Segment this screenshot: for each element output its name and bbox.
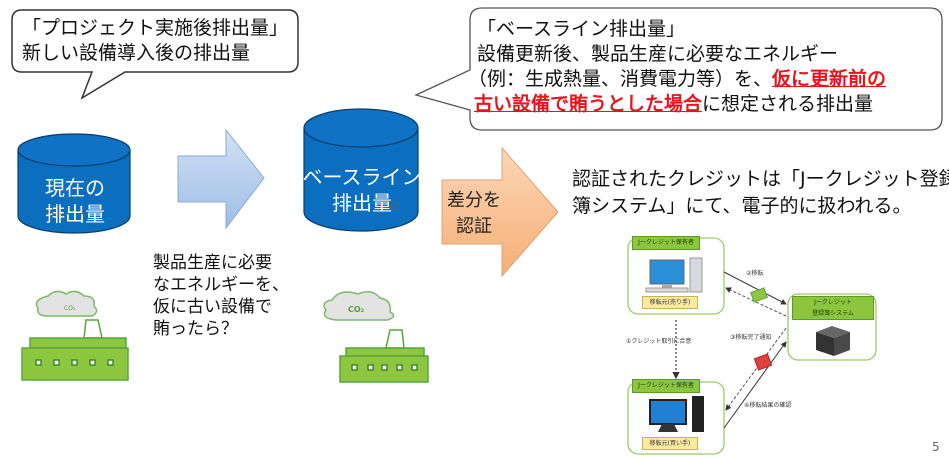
seller-tag: Jークレジット保有者 [632, 236, 700, 250]
system-tag-line2: 登録簿システム [812, 310, 854, 317]
baseline-bubble-line3: （例：生成熱量、消費電力等）を、仮に更新前の [468, 67, 886, 92]
current-emissions-line2: 排出量 [45, 202, 105, 226]
jcredit-description: 認証されたクレジットは「Jークレジット登録 簿システム」にて、電子的に扱われる。 [572, 166, 949, 220]
baseline-bubble-highlight-1: 仮に更新前の [772, 68, 887, 90]
confirm-arrow [723, 341, 787, 429]
server-icon [816, 326, 850, 356]
step-confirm-result: ④移転結果の確認 [744, 402, 792, 409]
blue-arrow-icon [177, 128, 265, 230]
baseline-bubble-line4-plain: に想定される排出量 [702, 93, 874, 115]
page-number: 5 [932, 440, 940, 454]
question-text: 製品生産に必要 なエネルギーを、 仮に古い設備で 賄ったら？ [153, 252, 289, 340]
factory-icon-baseline: CO₂ [323, 291, 429, 383]
baseline-bubble-line4: 古い設備で賄うとした場合に想定される排出量 [474, 92, 873, 117]
seller-note: 移転元(売り手) [642, 296, 698, 309]
red-envelope-icon [753, 353, 773, 371]
certify-arrow-icon [441, 146, 559, 278]
baseline-bubble-line3-plain: （例：生成熱量、消費電力等）を、 [468, 68, 773, 90]
jcredit-line1: 認証されたクレジットは「Jークレジット登録 [572, 168, 949, 190]
baseline-emissions-cylinder [303, 108, 419, 232]
system-tag: Jークレジット 登録簿システム [792, 296, 874, 320]
buyer-tag: Jークレジット保有者 [632, 379, 700, 393]
current-emissions-line1: 現在の [45, 176, 105, 200]
registry-connectors [627, 237, 877, 455]
notify-arrow [725, 287, 787, 317]
question-line: 製品生産に必要 [153, 253, 272, 273]
co2-label: CO₂ [348, 305, 365, 314]
step-agreement: ①クレジット取引に合意 [626, 338, 692, 345]
certify-arrow-label: 差分を 認証 [442, 188, 506, 240]
baseline-emissions-line1: ベースライン [302, 165, 422, 189]
certify-line2: 認証 [456, 216, 492, 237]
buyer-note: 移転元(買い手) [642, 437, 698, 450]
factory-icon-current: CO₂ [21, 290, 129, 381]
seller-computer-icon [645, 257, 703, 293]
project-bubble-shape [11, 9, 299, 100]
question-line: 賄ったら？ [153, 319, 238, 339]
project-bubble-desc: 新しい設備導入後の排出量 [22, 42, 251, 64]
current-emissions-cylinder [17, 133, 131, 234]
co2-label: CO₂ [64, 305, 76, 312]
system-tag-line1: Jークレジット [814, 299, 852, 306]
step-transfer: ②移転 [746, 270, 764, 277]
project-bubble-title: 「プロジェクト実施後排出量」 [22, 17, 289, 39]
baseline-bubble-highlight-2: 古い設備で賄うとした場合 [474, 93, 703, 115]
baseline-emissions-line2: 排出量 [332, 191, 392, 215]
step-completion-notice: ③移転完了通知 [730, 334, 772, 341]
current-emissions-label: 現在の 排出量 [16, 175, 134, 227]
notify-arrow-buyer [725, 327, 787, 411]
registry-diagram: Jークレジット保有者 移転元(売り手) Jークレジット保有者 移転元(買い手) … [620, 232, 920, 457]
baseline-bubble-shape [414, 7, 943, 131]
green-envelope-icon [750, 287, 768, 303]
baseline-bubble-title: 「ベースライン排出量」 [477, 18, 686, 40]
transfer-arrow [723, 271, 787, 305]
question-line: 仮に古い設備で [153, 297, 272, 317]
baseline-emissions-label: ベースライン 排出量 [298, 164, 426, 216]
baseline-bubble-line2: 設備更新後、製品生産に必要なエネルギー [477, 43, 839, 65]
certify-line1: 差分を [447, 190, 501, 211]
jcredit-line2: 簿システム」にて、電子的に扱われる。 [572, 195, 912, 217]
buyer-computer-icon [649, 396, 704, 432]
question-line: なエネルギーを、 [153, 275, 289, 295]
